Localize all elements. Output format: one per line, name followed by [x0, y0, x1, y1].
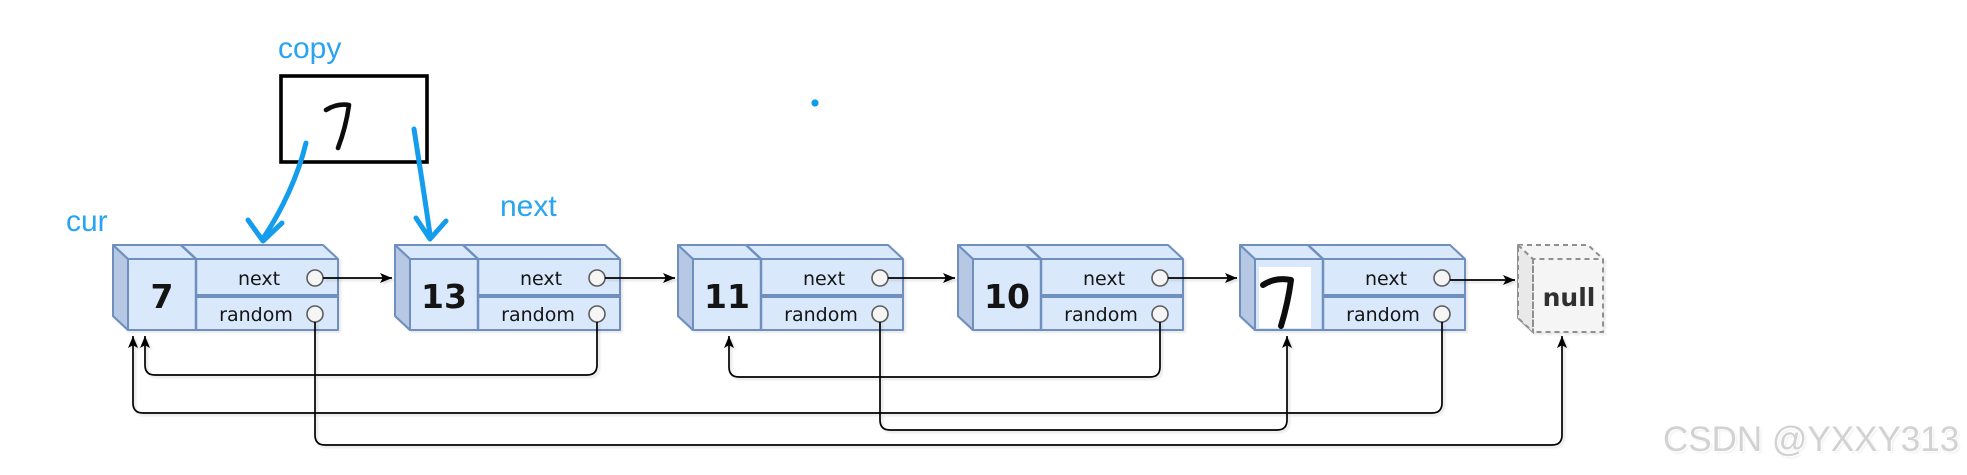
random-wire-5-to-1	[128, 322, 1443, 414]
cur-pointer-label: cur	[66, 205, 108, 238]
ink-dot	[811, 99, 819, 107]
node-value: 13	[421, 277, 467, 316]
random-field-label: random	[1346, 304, 1420, 326]
random-field-label: random	[501, 304, 575, 326]
copy-to-node1-arrow	[245, 140, 309, 244]
random-port	[871, 305, 889, 323]
random-port	[588, 305, 606, 323]
random-field-label: random	[1064, 304, 1138, 326]
random-field-label: random	[219, 304, 293, 326]
list-node-4: 10 next random	[957, 244, 1184, 331]
list-node-5: next random	[1239, 244, 1466, 331]
random-port	[1151, 305, 1169, 323]
random-field-label: random	[784, 304, 858, 326]
node-value: 11	[704, 277, 750, 316]
csdn-watermark: CSDN @YXXY313	[1663, 420, 1960, 459]
random-port	[1433, 305, 1451, 323]
random-wire-2-to-1	[140, 322, 598, 376]
next-pointer-label: next	[500, 190, 557, 223]
next-field-label: next	[1365, 268, 1407, 290]
next-port	[1151, 269, 1169, 287]
next-port	[588, 269, 606, 287]
list-node-1: 7 next random	[112, 244, 339, 331]
copy-to-node2-arrow	[411, 126, 449, 242]
handwritten-7-node-value	[1260, 276, 1294, 329]
random-wire-3-to-5	[879, 322, 1292, 431]
random-wires	[128, 322, 1567, 446]
next-port	[1433, 269, 1451, 287]
node-value: 7	[151, 277, 174, 316]
list-node-3: 11 next random	[677, 244, 904, 331]
next-port	[871, 269, 889, 287]
node-value: 10	[984, 277, 1030, 316]
next-arrows	[323, 273, 1515, 285]
random-wire-4-to-3	[724, 322, 1161, 378]
handwritten-7-copy	[323, 102, 352, 151]
list-node-2: 13 next random	[394, 244, 621, 331]
next-field-label: next	[1083, 268, 1125, 290]
random-port	[306, 305, 324, 323]
next-field-label: next	[803, 268, 845, 290]
random-wire-1-to-null	[314, 322, 1567, 446]
next-field-label: next	[238, 268, 280, 290]
copy-pointer-label: copy	[278, 32, 341, 65]
null-label: null	[1543, 283, 1596, 312]
null-box: null	[1517, 242, 1604, 335]
next-field-label: next	[520, 268, 562, 290]
next-port	[306, 269, 324, 287]
